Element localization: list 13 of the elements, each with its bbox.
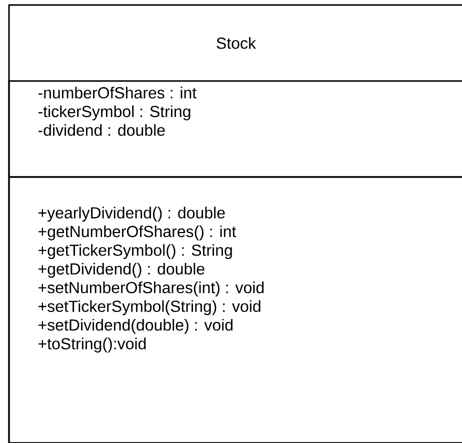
node-label: +getDividend() : double bbox=[38, 262, 204, 278]
node-label: +setNumberOfShares(int) : void bbox=[38, 282, 264, 296]
class-name: Stock bbox=[216, 37, 256, 49]
node-label: +setDividend(double) : void bbox=[38, 318, 233, 334]
node-label: +toString():void bbox=[38, 338, 146, 353]
member-list: -numberOfShares : int -tickerSymbol : String -dividend : double bbox=[38, 86, 196, 136]
compartment bbox=[8, 176, 462, 443]
member-list: +yearlyDividend() : double +getNumberOfShares() : int +getTickerSymbol() : String +getDividend() : double +setNumberOfShares(int) : void +setTickerSymbol(String) : void +setDividend(double) : void +toString():void bbox=[38, 206, 264, 353]
node-label: +getNumberOfShares() : int bbox=[38, 225, 236, 240]
node-label: +setTickerSymbol(String) : void bbox=[38, 300, 260, 316]
node-label: +getTickerSymbol() : String bbox=[38, 244, 232, 260]
node-label: +yearlyDividend() : double bbox=[38, 206, 225, 222]
compartment bbox=[8, 80, 462, 178]
